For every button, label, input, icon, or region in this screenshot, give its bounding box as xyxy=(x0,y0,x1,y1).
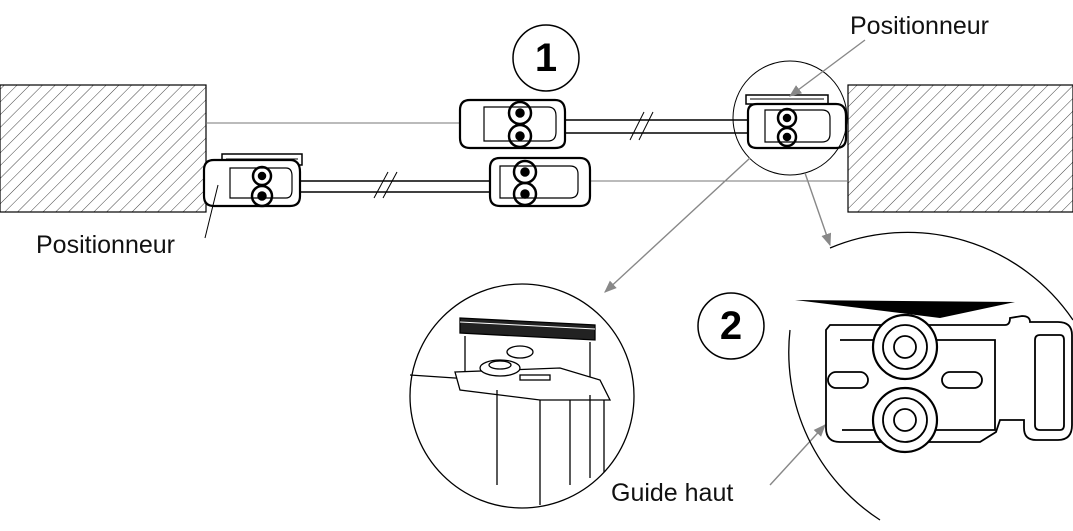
top-rail-assembly xyxy=(458,94,848,150)
positionneur-label-left: Positionneur xyxy=(36,231,175,259)
callout-arrows xyxy=(204,39,866,486)
step-2-label: 2 xyxy=(719,304,743,348)
positionneur-label-top: Positionneur xyxy=(850,12,989,40)
step-2-circle xyxy=(697,292,765,360)
guide-haut-label: Guide haut xyxy=(611,479,734,507)
detail-circle-marker xyxy=(732,60,848,176)
right-wall xyxy=(847,84,1073,213)
reference-lines xyxy=(206,122,848,182)
section-detail-view xyxy=(788,231,1073,521)
step-1-circle xyxy=(512,24,580,92)
perspective-detail-view xyxy=(409,283,635,509)
bottom-rail-assembly xyxy=(202,153,592,208)
step-1-label: 1 xyxy=(534,36,558,80)
left-wall xyxy=(0,84,207,213)
